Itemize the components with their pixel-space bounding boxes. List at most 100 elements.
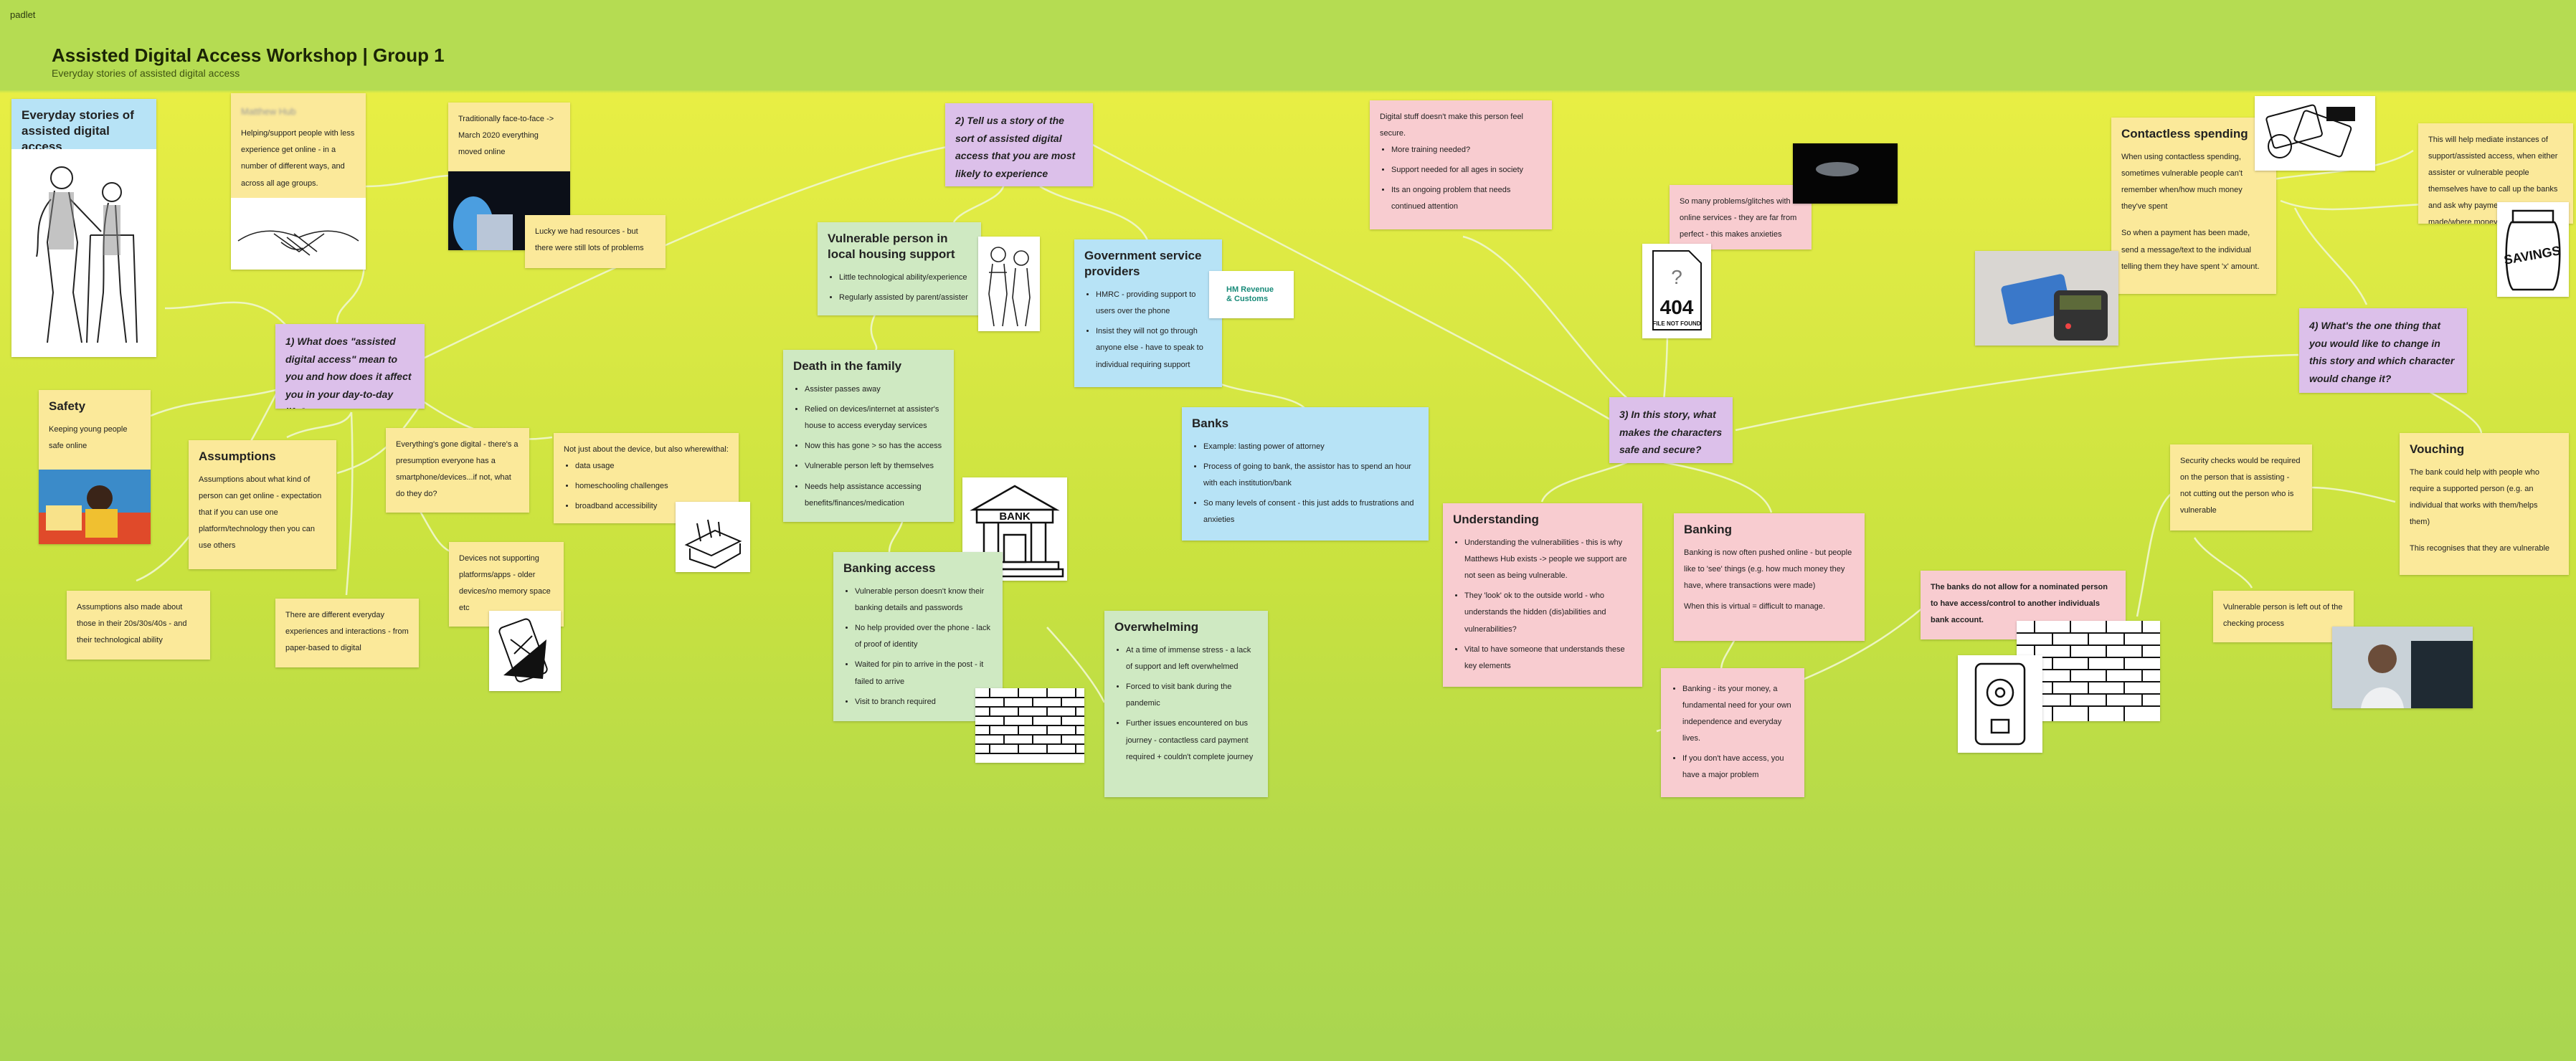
board-subtitle: Everyday stories of assisted digital acc…: [52, 67, 240, 79]
card-list: data usage homeschooling challenges broa…: [564, 458, 729, 515]
bank-building-illustration-icon: BANK: [962, 477, 1067, 581]
list-item: Forced to visit bank during the pandemic: [1126, 679, 1258, 712]
card-text: Everything's gone digital - there's a pr…: [396, 440, 518, 499]
card-text: This recognises that they are vulnerable: [2410, 544, 2550, 553]
card-title: Banking access: [843, 561, 936, 575]
list-item: Regularly assisted by parent/assister: [839, 290, 971, 306]
hmrc-logo-text: HM Revenue & Customs: [1226, 285, 1274, 303]
list-item: Vulnerable person doesn't know their ban…: [855, 584, 993, 617]
card-helping[interactable]: Matthew Hub Helping/support people with …: [231, 93, 366, 270]
card-text: The bank could help with people who requ…: [2410, 468, 2540, 527]
card-text: When this is virtual = difficult to mana…: [1684, 602, 1825, 612]
two-people-illustration-icon: [978, 237, 1040, 331]
card-assumptions-age[interactable]: Assumptions also made about those in the…: [67, 591, 210, 660]
card-title: Safety: [49, 399, 86, 413]
card-banking[interactable]: Banking Banking is now often pushed onli…: [1674, 513, 1865, 641]
card-title: Banks: [1192, 417, 1229, 430]
card-contactless[interactable]: Contactless spending When using contactl…: [2111, 118, 2276, 294]
card-banking-money[interactable]: Banking - its your money, a fundamental …: [1661, 668, 1804, 797]
intercom-illustration-icon: [1958, 655, 2042, 753]
question-title: 4) What's the one thing that you would l…: [2309, 320, 2455, 384]
card-glitches[interactable]: So many problems/glitches with online se…: [1670, 185, 1812, 249]
card-text: So when a payment has been made, send a …: [2121, 229, 2260, 271]
list-item: Banking - its your money, a fundamental …: [1682, 681, 1794, 747]
card-government-services[interactable]: Government service providers HMRC - prov…: [1074, 239, 1222, 387]
card-lucky[interactable]: Lucky we had resources - but there were …: [525, 215, 666, 268]
card-title: Overwhelming: [1114, 620, 1199, 634]
author-name: Matthew Hub: [241, 106, 296, 117]
card-vouching[interactable]: Vouching The bank could help with people…: [2400, 433, 2569, 575]
list-item: So many levels of consent - this just ad…: [1203, 495, 1419, 528]
list-item: HMRC - providing support to users over t…: [1096, 287, 1212, 320]
elderly-people-walker-illustration-icon: [11, 149, 156, 357]
card-list: More training needed? Support needed for…: [1380, 142, 1542, 215]
card-question-4[interactable]: 4) What's the one thing that you would l…: [2299, 308, 2467, 393]
frustrated-person-photo-icon: [2332, 627, 2473, 708]
list-item: broadband accessibility: [575, 498, 729, 515]
card-text: Vulnerable person is left out of the che…: [2223, 603, 2343, 629]
list-item: Process of going to bank, the assistor h…: [1203, 459, 1419, 492]
card-text: Traditionally face-to-face -> March 2020…: [458, 115, 554, 157]
wallet-cards-illustration-icon: [2255, 96, 2375, 171]
card-title: Death in the family: [793, 359, 902, 373]
card-left-out[interactable]: Vulnerable person is left out of the che…: [2213, 591, 2354, 642]
error-label: FILE NOT FOUND: [1652, 320, 1700, 327]
card-text: Digital stuff doesn't make this person f…: [1380, 113, 1524, 138]
list-item: No help provided over the phone - lack o…: [855, 620, 993, 653]
card-list: Vulnerable person doesn't know their ban…: [843, 584, 993, 710]
card-death-in-family[interactable]: Death in the family Assister passes away…: [783, 350, 954, 522]
dark-blurred-photo-icon: [1793, 143, 1898, 204]
error-code: 404: [1660, 296, 1694, 318]
card-payment-photo-icon: [1975, 251, 2118, 346]
bank-label: BANK: [999, 510, 1030, 523]
list-item: Needs help assistance accessing benefits…: [805, 479, 944, 512]
savings-jar-illustration-icon: SAVINGS: [2497, 202, 2569, 297]
list-item: They 'look' ok to the outside world - wh…: [1464, 588, 1632, 637]
board-title: Assisted Digital Access Workshop | Group…: [52, 44, 445, 66]
card-text: Devices not supporting platforms/apps - …: [459, 554, 551, 613]
card-question-1[interactable]: 1) What does "assisted digital access" m…: [275, 324, 425, 409]
card-text: So many problems/glitches with online se…: [1680, 197, 1797, 249]
card-question-3[interactable]: 3) In this story, what makes the charact…: [1609, 397, 1733, 463]
list-item: Now this has gone > so has the access: [805, 438, 944, 455]
card-text: Security checks would be required on the…: [2180, 457, 2301, 515]
card-digital-stuff[interactable]: Digital stuff doesn't make this person f…: [1370, 100, 1552, 229]
handshake-illustration-icon: [231, 198, 366, 270]
svg-text:?: ?: [1671, 266, 1682, 288]
card-text: Banking is now often pushed online - but…: [1684, 548, 1852, 591]
card-different-experiences[interactable]: There are different everyday experiences…: [275, 599, 419, 667]
card-text: When using contactless spending, sometim…: [2121, 153, 2243, 211]
list-item: Vital to have someone that understands t…: [1464, 642, 1632, 675]
card-understanding[interactable]: Understanding Understanding the vulnerab…: [1443, 503, 1642, 687]
jar-label: SAVINGS: [2503, 243, 2562, 267]
card-list: Assister passes away Relied on devices/i…: [793, 381, 944, 512]
card-banks[interactable]: Banks Example: lasting power of attorney…: [1182, 407, 1429, 541]
card-text: Keeping young people safe online: [49, 425, 128, 451]
list-item: Vulnerable person left by themselves: [805, 458, 944, 475]
card-everything-digital[interactable]: Everything's gone digital - there's a pr…: [386, 428, 529, 513]
card-assumptions[interactable]: Assumptions Assumptions about what kind …: [189, 440, 336, 569]
list-item: Its an ongoing problem that needs contin…: [1391, 182, 1542, 215]
list-item: Support needed for all ages in society: [1391, 162, 1542, 179]
card-text: Assumptions also made about those in the…: [77, 603, 187, 645]
list-item: Further issues encountered on bus journe…: [1126, 715, 1258, 765]
card-safety[interactable]: Safety Keeping young people safe online: [39, 390, 151, 544]
list-item: At a time of immense stress - a lack of …: [1126, 642, 1258, 675]
list-item: More training needed?: [1391, 142, 1542, 158]
list-item: data usage: [575, 458, 729, 475]
card-banking-access[interactable]: Banking access Vulnerable person doesn't…: [833, 552, 1003, 721]
list-item: Waited for pin to arrive in the post - i…: [855, 657, 993, 690]
card-list: Banking - its your money, a fundamental …: [1671, 681, 1794, 784]
card-text: Helping/support people with less experie…: [241, 129, 355, 188]
hmrc-logo-icon: HM Revenue & Customs: [1209, 271, 1294, 318]
list-item: Understanding the vulnerabilities - this…: [1464, 535, 1632, 584]
card-security-checks[interactable]: Security checks would be required on the…: [2170, 444, 2312, 530]
card-text: The banks do not allow for a nominated p…: [1931, 583, 2108, 625]
card-everyday-stories[interactable]: Everyday stories of assisted digital acc…: [11, 99, 156, 357]
card-vulnerable-person[interactable]: Vulnerable person in local housing suppo…: [818, 222, 981, 315]
card-title: Understanding: [1453, 513, 1539, 526]
padlet-logo[interactable]: padlet: [10, 9, 36, 20]
card-question-2[interactable]: 2) Tell us a story of the sort of assist…: [945, 103, 1093, 186]
card-overwhelming[interactable]: Overwhelming At a time of immense stress…: [1104, 611, 1268, 797]
card-text: Lucky we had resources - but there were …: [535, 227, 644, 253]
